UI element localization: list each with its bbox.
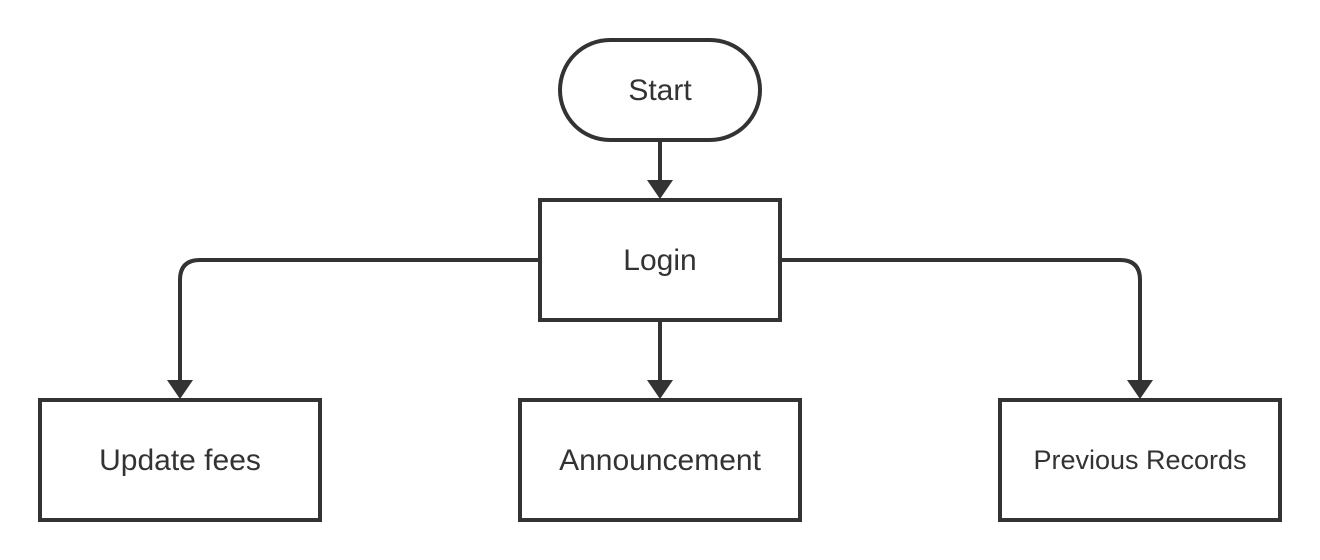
arrowhead-icon	[1127, 380, 1153, 399]
node-announcement-label: Announcement	[559, 444, 761, 477]
edges	[167, 140, 1153, 399]
node-update-fees-label: Update fees	[99, 444, 261, 477]
edge-login-to-update-fees	[167, 258, 540, 399]
process-shape	[538, 198, 782, 322]
edge-login-to-announcement	[647, 320, 673, 399]
node-start-label: Start	[628, 74, 692, 107]
arrowhead-icon	[647, 380, 673, 399]
node-update-fees[interactable]: Update fees	[38, 398, 322, 522]
node-previous-records-label: Previous Records	[1033, 445, 1246, 475]
node-start[interactable]: Start	[558, 38, 762, 142]
arrowhead-icon	[167, 380, 193, 399]
terminator-shape	[558, 38, 762, 142]
node-previous-records[interactable]: Previous Records	[998, 398, 1282, 522]
node-login[interactable]: Login	[538, 198, 782, 322]
node-login-label: Login	[623, 244, 696, 277]
node-announcement[interactable]: Announcement	[518, 398, 802, 522]
process-shape	[998, 398, 1282, 522]
edge-start-to-login	[647, 140, 673, 199]
edge-login-to-previous-records	[780, 258, 1153, 399]
process-shape	[38, 398, 322, 522]
arrowhead-icon	[647, 180, 673, 199]
process-shape	[518, 398, 802, 522]
